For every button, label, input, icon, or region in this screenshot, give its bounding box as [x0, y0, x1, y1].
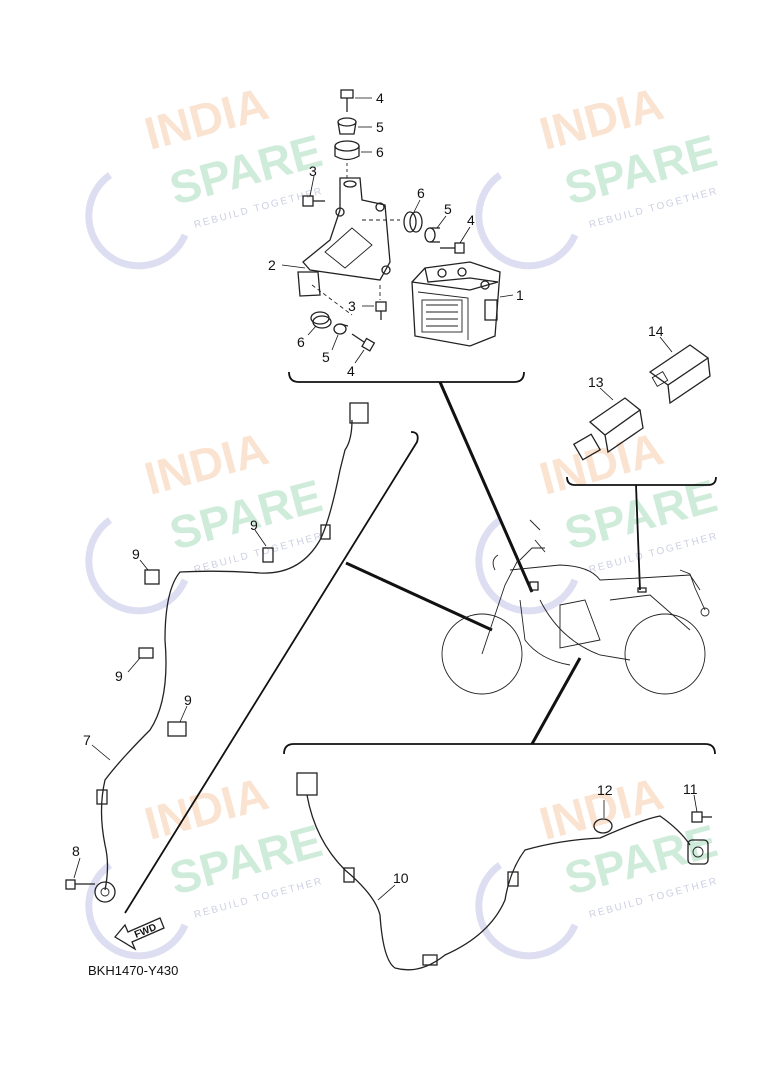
bolt-icon — [340, 89, 354, 112]
abs-unit-frame — [288, 371, 525, 383]
callout-6-right: 6 — [417, 185, 425, 201]
callout-10: 10 — [393, 870, 409, 886]
pointer-rear — [530, 657, 582, 745]
grommet-icon — [403, 211, 423, 233]
callout-8: 8 — [72, 843, 80, 859]
callout-7: 7 — [83, 732, 91, 748]
callout-13: 13 — [588, 374, 604, 390]
callout-3-upper: 3 — [309, 163, 317, 179]
rear-sensor-assembly — [296, 772, 712, 971]
diagram-code: BKH1470-Y430 — [88, 963, 178, 978]
watermark-top-left: INDIA SPARE REBUILD TOGETHER — [85, 77, 327, 270]
callout-14: 14 — [648, 323, 664, 339]
rear-sensor-head — [687, 839, 709, 865]
callout-5-right: 5 — [444, 201, 452, 217]
front-sensor-assembly: FWD — [65, 402, 369, 951]
collar-icon — [424, 227, 440, 243]
pointer-connector — [635, 484, 641, 591]
bracket-clip — [297, 271, 321, 297]
pointer-abs — [438, 381, 534, 593]
callout-5-top: 5 — [376, 119, 384, 135]
connector-assembly — [572, 336, 711, 461]
connector-male — [572, 397, 644, 461]
fwd-arrow-icon: FWD — [114, 917, 165, 951]
hydraulic-unit — [411, 261, 501, 347]
callout-1: 1 — [516, 287, 524, 303]
callout-12: 12 — [597, 782, 613, 798]
bolt-icon — [302, 195, 325, 207]
callout-4-right: 4 — [467, 212, 475, 228]
rear-lead-connector — [296, 772, 318, 796]
bolt-icon — [351, 333, 376, 352]
sensor-clip — [167, 721, 187, 737]
grommet-icon — [310, 311, 332, 329]
sensor-clip — [144, 569, 160, 585]
callout-6-top: 6 — [376, 144, 384, 160]
grommet-icon — [334, 140, 360, 161]
sensor-clip — [593, 818, 613, 834]
watermark-top-right: INDIA SPARE REBUILD TOGETHER — [475, 77, 722, 270]
sensor-clip — [138, 647, 154, 659]
bolt-icon — [375, 301, 387, 320]
front-sensor-head — [94, 881, 116, 903]
rear-sensor-frame — [283, 743, 716, 755]
callout-9-a: 9 — [250, 517, 258, 533]
connector-female — [648, 344, 711, 405]
callout-4-top: 4 — [376, 90, 384, 106]
callout-3-lower: 3 — [348, 298, 356, 314]
motorcycle-outline — [441, 519, 710, 695]
sensor-clip — [262, 547, 274, 563]
callout-5-lower: 5 — [322, 349, 330, 365]
collar-icon — [337, 117, 357, 135]
callout-9-b: 9 — [132, 546, 140, 562]
bolt-icon — [440, 242, 465, 254]
watermark-mid-left: INDIA SPARE REBUILD TOGETHER — [85, 422, 327, 615]
callout-11: 11 — [683, 781, 698, 797]
collar-icon — [333, 323, 349, 335]
pointer-front — [345, 561, 493, 632]
watermark-mid-right: INDIA SPARE REBUILD TOGETHER — [475, 422, 722, 615]
callout-9-d: 9 — [184, 692, 192, 708]
abs-assembly — [281, 89, 514, 364]
rear-sensor-lead — [306, 794, 691, 971]
connector-frame — [566, 476, 717, 486]
callout-6-lower: 6 — [297, 334, 305, 350]
abs-bracket — [302, 177, 391, 281]
callout-2: 2 — [268, 257, 276, 273]
callout-9-c: 9 — [115, 668, 123, 684]
bolt-icon — [65, 879, 95, 890]
fwd-label: FWD — [133, 922, 158, 941]
callout-4-lower: 4 — [347, 363, 355, 379]
front-sensor-frame — [124, 431, 419, 914]
front-lead-connector — [349, 402, 369, 424]
watermark-bottom-left: INDIA SPARE REBUILD TOGETHER — [85, 767, 327, 960]
